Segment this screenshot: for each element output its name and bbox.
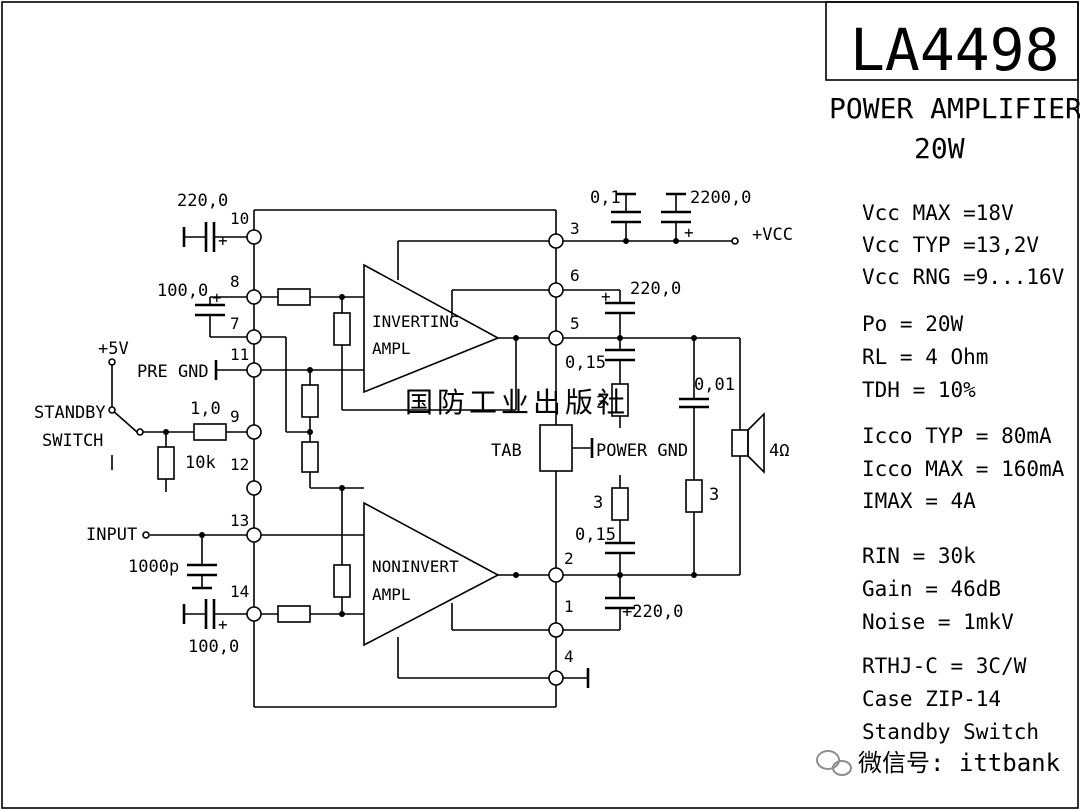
pin-1: 1 [564,597,574,616]
spec-vcc-typ: Vcc TYP =13,2V [862,233,1039,257]
resistor-10k [157,446,175,480]
spec-case: Case ZIP-14 [862,687,1001,711]
spec-noise: Noise = 1mkV [862,610,1014,634]
pin-9: 9 [230,407,240,426]
pin-4: 4 [564,647,574,666]
label-c-100-bot: 100,0 [188,637,239,657]
pin-10: 10 [230,209,249,228]
label-plus-5v: +5V [98,339,129,359]
chip-title: LA4498 [850,16,1060,84]
spec-gain: Gain = 46dB [862,577,1001,601]
label-c-0-15-top: 0,15 [565,353,606,373]
svg-text:+: + [212,288,222,307]
label-c-220-bot: +220,0 [622,602,683,622]
subtitle-type: POWER AMPLIFIER [829,92,1080,125]
wechat-icon [816,750,852,776]
label-load: 4Ω [769,441,789,461]
label-c-1000p: 1000p [128,557,179,577]
pin-13: 13 [230,511,249,530]
resistor-snubber-top [611,383,629,417]
label-input: INPUT [86,525,137,545]
spec-rthj: RTHJ-C = 3C/W [862,654,1027,678]
inverting-amp-label: INVERTING [372,312,459,331]
pin-12: 12 [230,455,249,474]
label-c-220-top: 220,0 [630,279,681,299]
resistor-load-3 [685,479,703,513]
label-c-220-in: 220,0 [177,191,228,211]
label-standby-1: STANDBY [34,403,106,423]
label-c-2200: 2200,0 [690,188,751,208]
label-r-3-load: 3 [709,485,719,505]
pin-6: 6 [570,266,580,285]
noninvert-amp-label-2: AMPL [372,585,411,604]
pin-5: 5 [570,314,580,333]
spec-icco-typ: Icco TYP = 80mA [862,424,1052,448]
resistors [157,288,703,623]
inverting-amplifier: INVERTING AMPL [363,263,500,394]
spec-imax: IMAX = 4A [862,489,976,513]
label-tab: TAB [491,441,522,461]
label-c-100-top: 100,0 [157,281,208,301]
spec-vcc-rng: Vcc RNG =9...16V [862,265,1065,289]
resistor-pregnd-1 [301,384,319,418]
label-r-10k: 10k [185,453,216,473]
spec-rin: RIN = 30k [862,544,976,568]
inverting-amp-label-2: AMPL [372,339,411,358]
resistor-1-0 [193,423,227,441]
label-r-1-0: 1,0 [190,399,221,419]
spec-standby: Standby Switch [862,720,1039,744]
capacitors: + + + + + [182,192,709,634]
resistor-pregnd-2 [301,441,319,473]
label-pre-gnd: PRE GND [137,362,209,382]
subtitle-power: 20W [914,132,965,165]
label-c-0-15-bot: 0,15 [575,525,616,545]
wechat-badge: 微信号: ittbank [816,749,1061,777]
label-c-0-1: 0,1 [590,188,621,208]
svg-text:+: + [601,287,611,306]
component-labels: 220,0 100,0 +5V PRE GND STANDBY SWITCH 1… [34,188,793,657]
resistor-snubber-bot [611,487,629,521]
pin-3: 3 [570,219,580,238]
resistor-pin8 [277,288,311,306]
label-vcc: +VCC [752,225,793,245]
label-c-0-01: 0,01 [694,375,735,395]
pin-14: 14 [230,582,249,601]
title-block: LA4498 POWER AMPLIFIER 20W [825,1,1080,165]
label-standby-2: SWITCH [42,431,103,451]
label-power-gnd: POWER GND [596,441,688,461]
noninverting-amplifier: NONINVERT AMPL [363,501,500,647]
pin-numbers: 10 8 7 11 9 12 13 14 3 6 5 2 1 4 [230,209,580,666]
pin-nodes [108,229,739,686]
label-r-3-top: 3 [596,393,606,413]
title-box [825,1,1079,81]
speaker-icon [731,412,765,474]
svg-text:+: + [218,231,228,250]
pin-7: 7 [230,314,240,333]
label-r-3-bot: 3 [593,493,603,513]
noninvert-amp-label: NONINVERT [372,557,459,576]
resistor-noninv-fb [333,564,351,598]
pin-11: 11 [230,345,249,364]
resistor-pin14 [277,605,311,623]
wechat-id: 微信号: ittbank [858,749,1061,777]
spec-vcc-max: Vcc MAX =18V [862,201,1014,225]
svg-text:+: + [684,223,694,242]
tab-block [539,424,573,472]
publisher-watermark: 国防工业出版社 [405,386,629,419]
resistor-inv-fb [333,312,351,346]
spec-icco-max: Icco MAX = 160mA [862,457,1065,481]
spec-po: Po = 20W [862,312,964,336]
spec-tdh: TDH = 10% [862,378,976,402]
pin-8: 8 [230,272,240,291]
spec-rl: RL = 4 Ohm [862,345,988,369]
svg-text:+: + [218,615,228,634]
pin-2: 2 [564,549,574,568]
spec-list: Vcc MAX =18V Vcc TYP =13,2V Vcc RNG =9..… [862,201,1065,744]
